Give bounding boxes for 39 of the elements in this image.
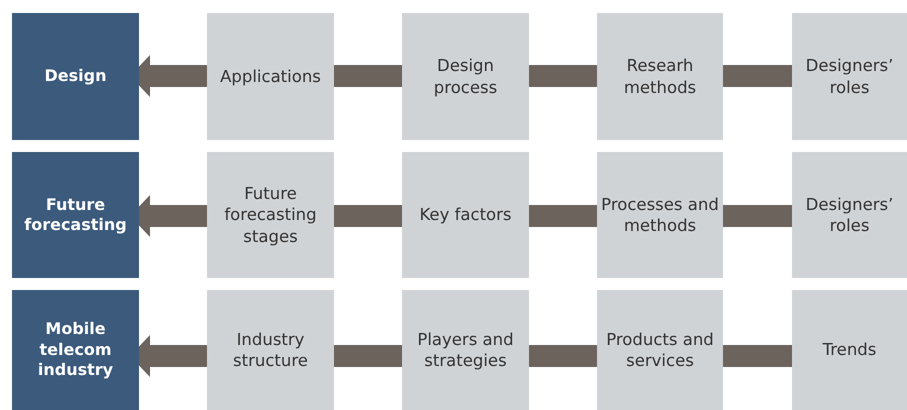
topic-label: Players and strategies	[416, 328, 515, 372]
topic-box	[207, 152, 334, 278]
connector-bar	[723, 65, 792, 87]
topic-label: Researh methods	[622, 55, 698, 98]
topic-label: Products and services	[605, 328, 715, 372]
category-box	[12, 290, 139, 410]
topic-box	[207, 290, 334, 410]
connector-bar	[334, 65, 402, 87]
connector-bar	[723, 205, 792, 227]
connector-bar	[529, 345, 597, 367]
topic-label: Processes and methods	[601, 194, 719, 236]
topic-box	[597, 290, 723, 410]
category-box	[12, 152, 139, 278]
topic-box	[597, 152, 723, 278]
topic-label: Applications	[220, 66, 321, 88]
topic-label: Key factors	[419, 204, 512, 226]
topic-box	[597, 13, 723, 140]
topic-box	[792, 13, 907, 140]
category-label: Design	[44, 66, 106, 87]
topic-box	[207, 13, 334, 140]
topic-label: Designers’ roles	[804, 55, 894, 98]
category-label: Future forecasting	[23, 194, 128, 236]
topic-box	[792, 290, 907, 410]
connector-bar	[334, 205, 402, 227]
connector-bar	[529, 65, 597, 87]
topic-box	[402, 13, 529, 140]
connector-bar	[334, 345, 402, 367]
category-box	[12, 13, 139, 140]
connector-bar	[723, 345, 792, 367]
topic-box	[402, 290, 529, 410]
topic-label: Industry structure	[232, 328, 309, 372]
category-label: Mobile telecom industry	[36, 319, 114, 381]
topic-label: Trends	[822, 339, 876, 361]
topic-box	[402, 152, 529, 278]
connector-bar	[529, 205, 597, 227]
topic-label: Designers’ roles	[804, 194, 894, 236]
topic-label: Design process	[432, 55, 498, 98]
topic-box	[792, 152, 907, 278]
topic-label: Future forecasting stages	[223, 183, 318, 247]
